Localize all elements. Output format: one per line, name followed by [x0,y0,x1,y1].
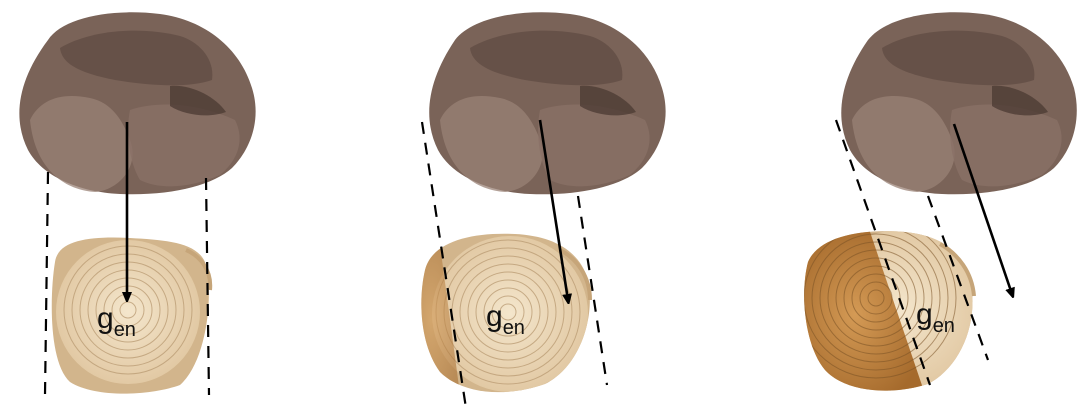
rock-1 [19,12,255,194]
shadow-edge-right-1 [206,178,209,395]
panel-1: gen [19,12,255,395]
panel-3: gen [780,12,1077,409]
log-slice-1 [52,238,210,394]
rock-3 [841,12,1077,194]
panel-2: gen [400,12,666,409]
shadow-edge-left-1 [45,172,48,395]
